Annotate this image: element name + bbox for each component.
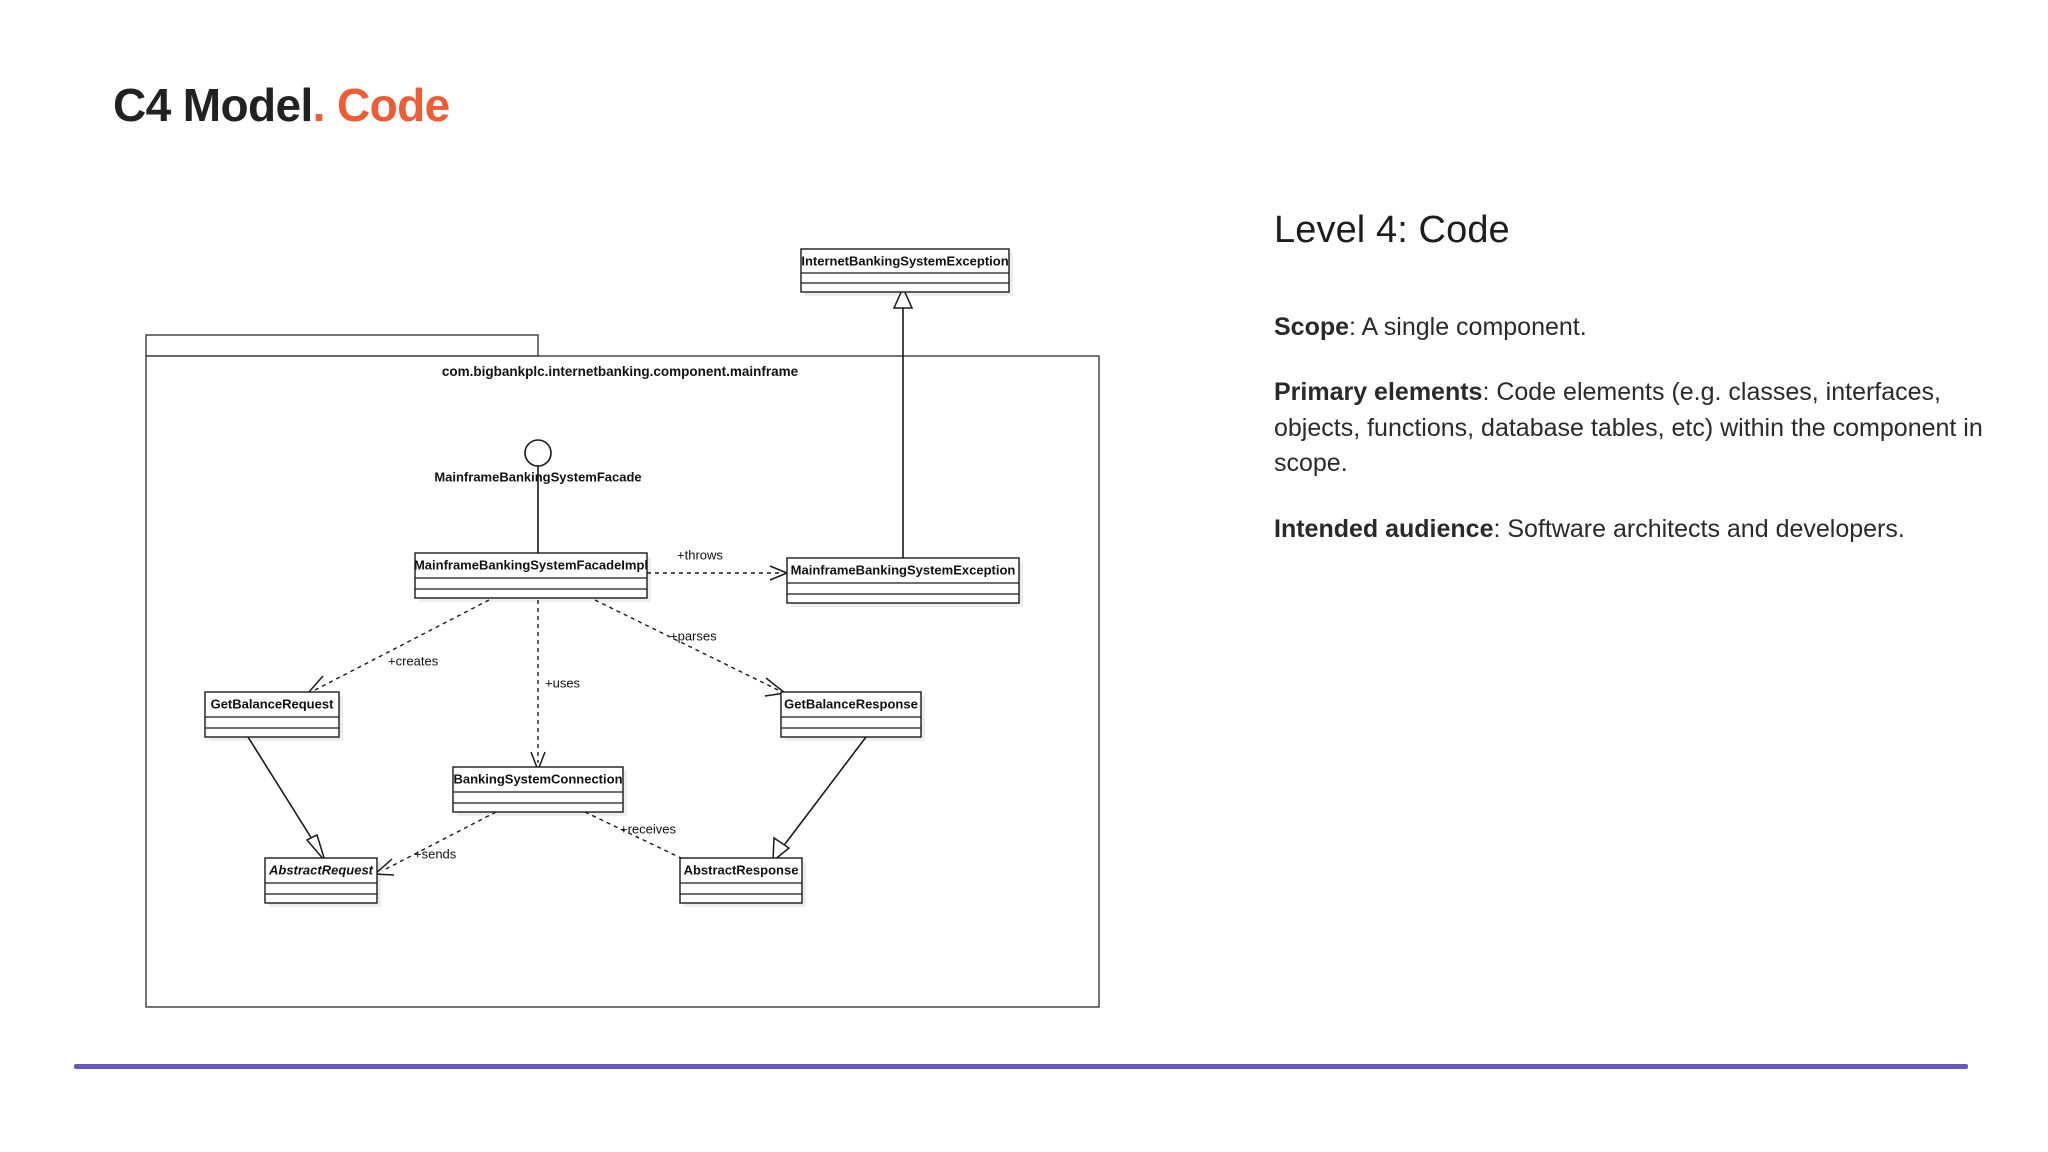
c4-code-uml-diagram: InternetBankingSystemException com.bigba… <box>145 248 1100 1008</box>
edge-label-throws: +throws <box>677 547 723 562</box>
package-tab <box>145 334 539 357</box>
uml-class-name: MainframeBankingSystemFacadeImpl <box>414 557 648 572</box>
package-body <box>145 355 1100 1008</box>
uml-class-name: InternetBankingSystemException <box>801 253 1008 268</box>
edge-label-uses: +uses <box>545 675 581 690</box>
primary-elements-text: : Code elements (e.g. classes, interface… <box>1274 378 1983 478</box>
primary-elements-label: Primary elements <box>1274 378 1483 407</box>
uml-class-name: BankingSystemConnection <box>453 771 622 786</box>
uml-class-name: AbstractRequest <box>268 862 374 877</box>
footer-divider <box>74 1064 1968 1069</box>
page-title-primary: C4 Model <box>113 79 313 131</box>
uml-class-get-balance-request[interactable]: GetBalanceRequest <box>204 691 343 741</box>
intended-audience-label: Intended audience <box>1274 514 1494 543</box>
level-heading: Level 4: Code <box>1274 209 1510 251</box>
provided-interface-lollipop[interactable]: MainframeBankingSystemFacade <box>434 439 642 553</box>
intended-audience-text: : Software architects and developers. <box>1493 514 1905 543</box>
inheritance-arrowhead <box>305 833 326 862</box>
uml-class-get-balance-response[interactable]: GetBalanceResponse <box>780 691 925 741</box>
uml-class-banking-system-connection[interactable]: BankingSystemConnection <box>452 766 627 816</box>
uml-class-internet-banking-system-exception[interactable]: InternetBankingSystemException <box>800 248 1013 296</box>
uml-class-mainframe-banking-system-facade-impl[interactable]: MainframeBankingSystemFacadeImpl <box>414 552 651 602</box>
page-title: C4 Model. Code <box>113 78 450 132</box>
uml-class-name: GetBalanceResponse <box>784 696 918 711</box>
edge-label-receives: +receives <box>620 821 676 836</box>
scope-label: Scope <box>1274 312 1350 341</box>
inheritance-arrowhead <box>772 836 791 863</box>
edge-label-sends: +sends <box>414 846 457 861</box>
uml-class-name: MainframeBankingSystemException <box>791 562 1016 577</box>
intended-audience-paragraph: Intended audience: Software architects a… <box>1274 512 2014 548</box>
page-title-accent: Code <box>337 79 450 131</box>
edge-label-creates: +creates <box>388 653 439 668</box>
edge-generalization-request <box>247 736 326 862</box>
package-name-label: com.bigbankplc.internetbanking.component… <box>442 364 799 379</box>
uml-class-name: GetBalanceRequest <box>211 696 334 711</box>
uml-class-abstract-response[interactable]: AbstractResponse <box>679 857 806 907</box>
inheritance-arrowhead <box>892 286 914 309</box>
edge-generalization-response <box>772 736 867 863</box>
uml-class-abstract-request[interactable]: AbstractRequest <box>264 857 381 907</box>
primary-elements-paragraph: Primary elements: Code elements (e.g. cl… <box>1274 375 2014 482</box>
description-panel: Level 4: Code Scope: A single component.… <box>1274 208 2014 577</box>
page-title-dot: . <box>312 79 326 131</box>
scope-paragraph: Scope: A single component. <box>1274 310 2014 346</box>
uml-class-mainframe-banking-system-exception[interactable]: MainframeBankingSystemException <box>786 557 1023 607</box>
scope-text: : A single component. <box>1349 312 1587 341</box>
uml-class-name: AbstractResponse <box>684 862 799 877</box>
interface-name-label: MainframeBankingSystemFacade <box>434 469 641 484</box>
edge-label-parses: +parses <box>670 628 717 643</box>
edge-generalization-exception <box>892 286 914 558</box>
interface-circle-icon <box>524 439 552 467</box>
